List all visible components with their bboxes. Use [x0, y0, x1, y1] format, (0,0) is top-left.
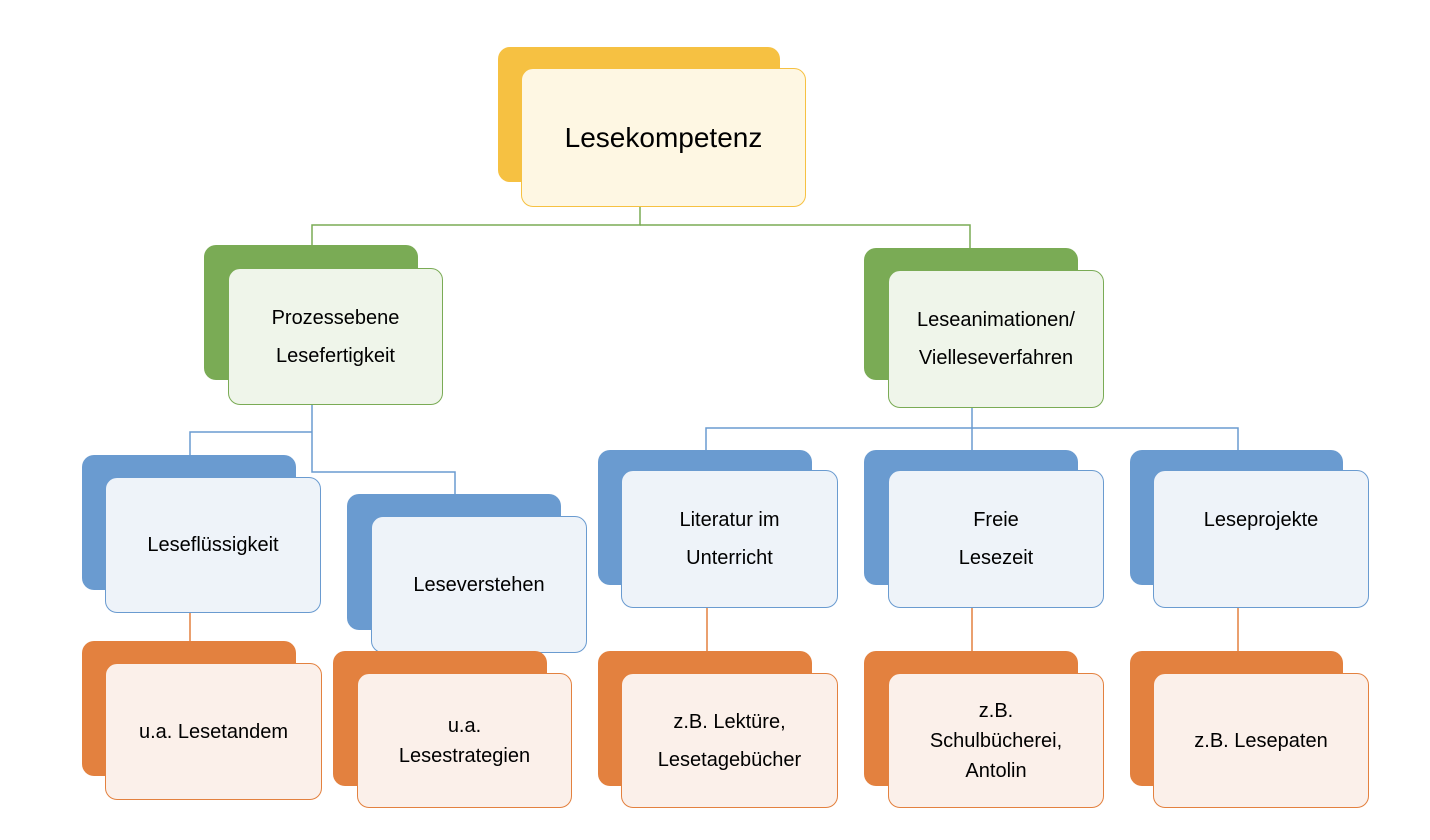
node-label: Lesekompetenz: [521, 68, 806, 207]
node-label: Leseanimationen/ Vielleseverfahren: [888, 270, 1104, 408]
node-label: u.a. Lesestrategien: [357, 673, 572, 808]
node-label: z.B. Schulbücherei, Antolin: [888, 673, 1104, 808]
node-label: Literatur im Unterricht: [621, 470, 838, 608]
node-label: z.B. Lektüre, Lesetagebücher: [621, 673, 838, 808]
orange-connectors: [189, 608, 1239, 653]
node-label: Freie Lesezeit: [888, 470, 1104, 608]
node-label: Leseflüssigkeit: [105, 477, 321, 613]
green-connectors: [311, 207, 971, 248]
node-label: Leseprojekte: [1153, 470, 1369, 608]
node-label: u.a. Lesetandem: [105, 663, 322, 800]
node-label: z.B. Lesepaten: [1153, 673, 1369, 808]
blue-connectors: [189, 405, 1239, 494]
node-label: Leseverstehen: [371, 516, 587, 653]
node-label: Prozessebene Lesefertigkeit: [228, 268, 443, 405]
